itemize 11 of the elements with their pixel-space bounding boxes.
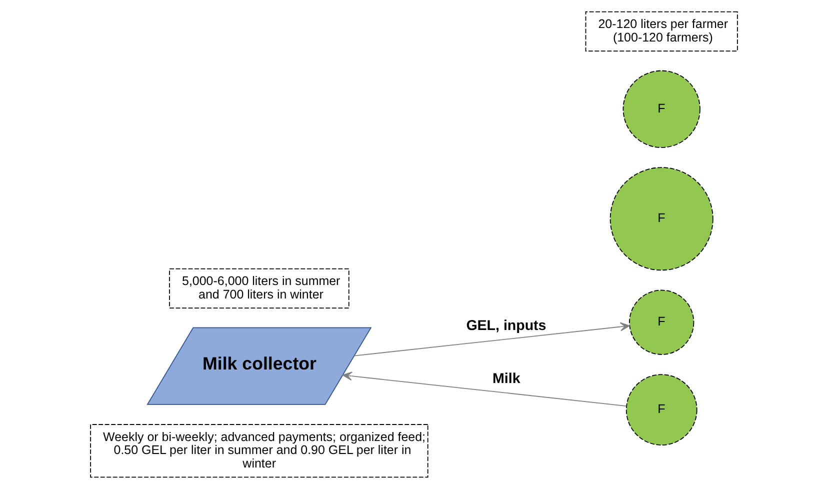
arrow bbox=[353, 322, 630, 356]
node-box: 5,000-6,000 liters in summer and 700 liters in winter bbox=[168, 268, 349, 309]
node-box: 20-120 liters per farmer (100-120 farmers) bbox=[584, 11, 738, 52]
arrow bbox=[342, 372, 626, 406]
node-circle: F bbox=[622, 70, 700, 148]
node-circle: F bbox=[628, 290, 694, 355]
node-box: Weekly or bi-weekly; advanced payments; organized feed; 0.50 GEL per liter in summer and 0.90 GEL per liter in winter bbox=[90, 424, 428, 478]
node-circle: F bbox=[625, 374, 697, 446]
node-circle: F bbox=[609, 167, 713, 271]
edge-label: GEL, inputs bbox=[466, 318, 546, 334]
edge-label: Milk bbox=[492, 370, 520, 387]
